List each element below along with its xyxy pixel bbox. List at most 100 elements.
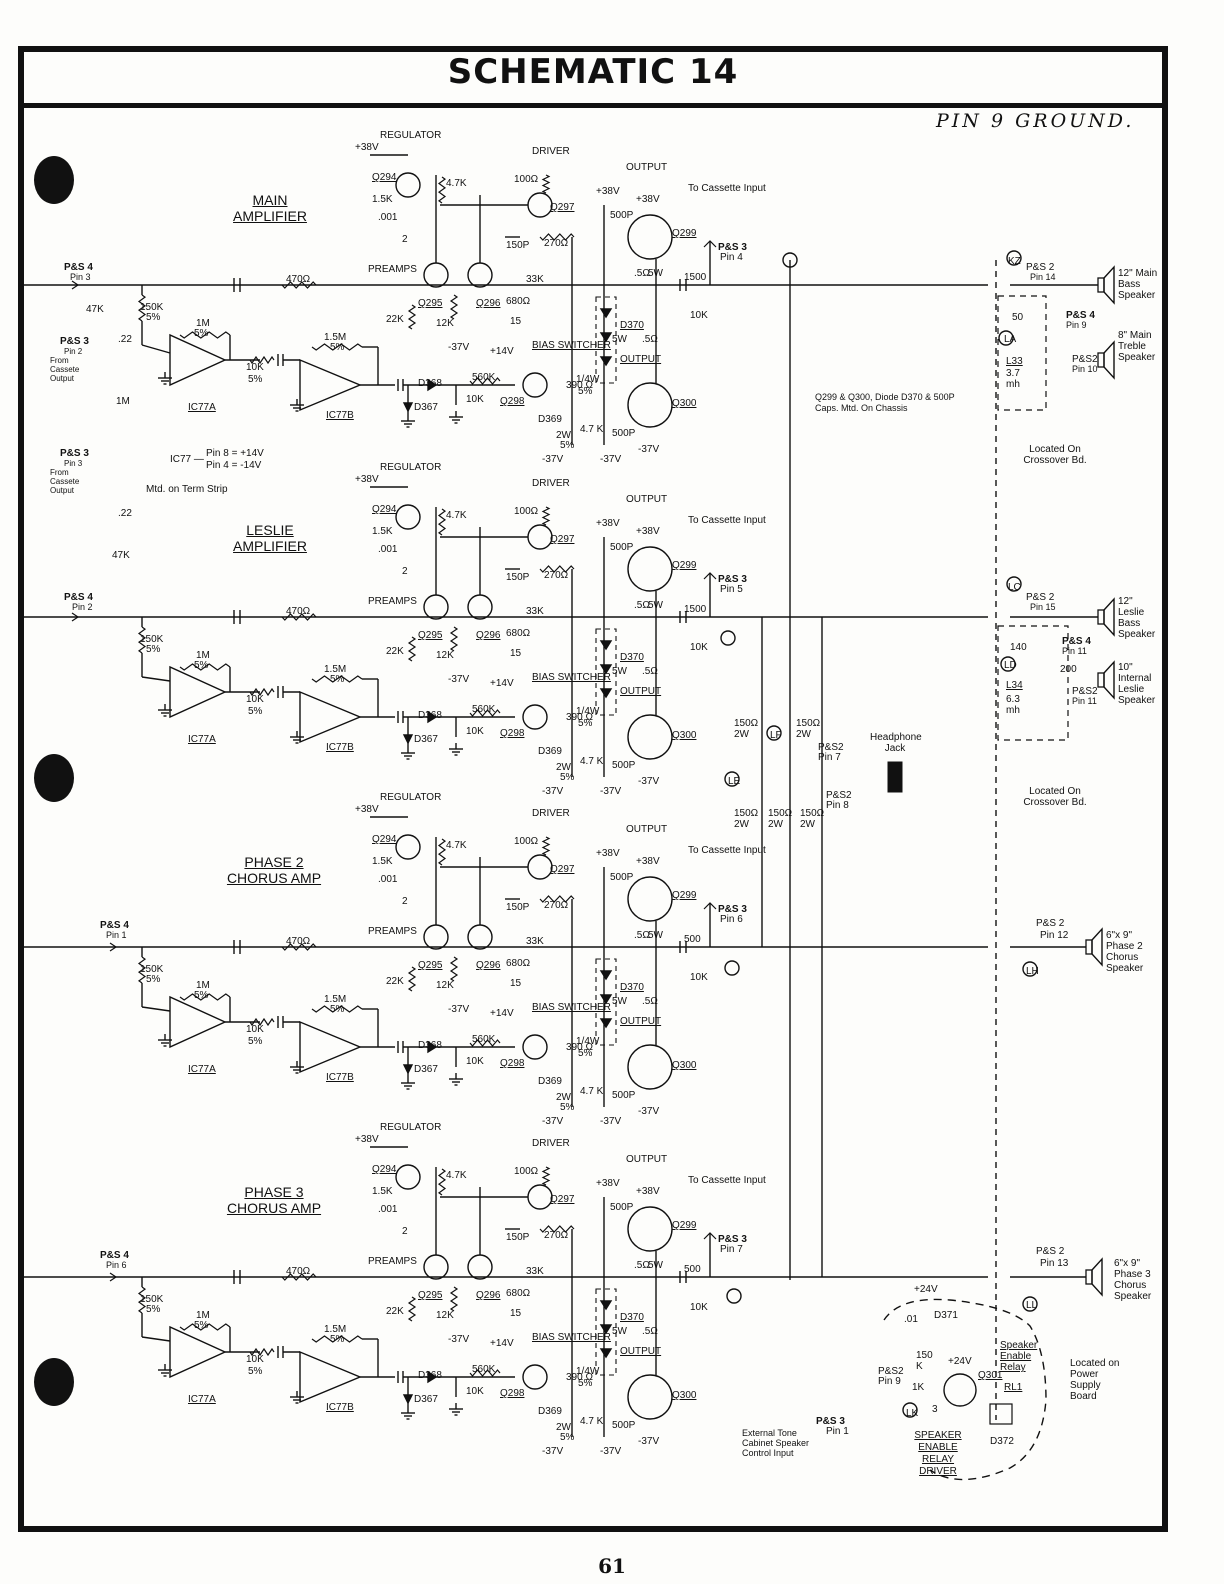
- leslie-ps2-pin: Pin 15: [1030, 602, 1056, 612]
- label-12k: 12K: [436, 650, 454, 661]
- main-coil-value: 3.7 mh: [1006, 368, 1020, 390]
- input-pin-leslie: Pin 2: [72, 602, 93, 612]
- chassis-mount-note: Q299 & Q300, Diode D370 & 500P Caps. Mtd…: [815, 392, 955, 413]
- leslie-coil: L34: [1006, 680, 1023, 691]
- label-neg37-b: -37V: [542, 1446, 564, 1457]
- label-10k-c: 10K: [246, 1354, 264, 1365]
- label-10k-5pct: 5%: [248, 1366, 263, 1377]
- hp-resistor-2: 150Ω 2W: [796, 718, 821, 740]
- transistor-q297: [527, 524, 553, 550]
- speaker-main-treble: [1097, 352, 1105, 368]
- diode-d370: [599, 1324, 613, 1335]
- binder-hole-1: [34, 156, 74, 204]
- node-kz: KZ: [1008, 256, 1021, 267]
- label-100: 100Ω: [514, 506, 539, 517]
- node-ky: [782, 252, 798, 268]
- label-v14: +14V: [490, 346, 514, 357]
- title-bar: SCHEMATIC 14: [18, 46, 1168, 108]
- resistor-47k-bottom: 47K: [112, 550, 130, 561]
- section-title-line1: PHASE 3: [244, 1184, 304, 1200]
- label-270: 270Ω: [544, 570, 569, 581]
- opamp-ic77a: [169, 333, 227, 387]
- label-05-b: .5Ω: [634, 930, 650, 941]
- label-001: .001: [378, 212, 398, 223]
- label-05-b: .5Ω: [634, 600, 650, 611]
- label-2w: 2W: [556, 430, 571, 441]
- binder-hole-2: [34, 754, 74, 802]
- section-title-line2: AMPLIFIER: [233, 538, 307, 554]
- label-5w-b: 5W: [648, 1260, 663, 1271]
- label-ic77a: IC77A: [188, 402, 216, 413]
- label-680: 680Ω: [506, 296, 531, 307]
- input-connector-main: P&S 4: [64, 262, 93, 273]
- main-ps2b-pin: Pin 10: [1072, 364, 1098, 374]
- label-1m: 1M: [196, 650, 210, 661]
- section-title-line1: LESLIE: [246, 522, 294, 538]
- headphone-jack: [887, 761, 903, 793]
- node-lk: [902, 1402, 918, 1418]
- label-q299: Q299: [672, 890, 697, 901]
- main-crossover-cap: 50: [1012, 312, 1024, 323]
- input-connector-phase3: P&S 4: [100, 1250, 129, 1261]
- leslie-crossover-cap-2: 200: [1060, 664, 1077, 675]
- term-strip-cap-1: .22: [118, 334, 132, 345]
- label-33k: 33K: [526, 274, 544, 285]
- leslie-crossover-location: Located On Crossover Bd.: [1023, 786, 1087, 808]
- chorus2-ps2-connector: P&S 2: [1036, 918, 1065, 929]
- label-150k-5pct: 5%: [146, 1304, 161, 1315]
- transistor-q296: [467, 594, 493, 620]
- label-neg37-d: -37V: [638, 1106, 660, 1117]
- label-001: .001: [378, 874, 398, 885]
- node-ll: [1022, 1296, 1038, 1312]
- label-output: OUTPUT: [626, 162, 668, 173]
- diode-d370: [599, 664, 613, 675]
- cassette-input-1-connector: P&S 3: [60, 336, 89, 347]
- label-5pct: 5%: [578, 718, 593, 729]
- label-1-5k: 1.5K: [372, 1186, 393, 1197]
- label-470: 470Ω: [286, 606, 311, 617]
- label-q295: Q295: [418, 960, 443, 971]
- chorus3-ps2-connector: P&S 2: [1036, 1246, 1065, 1257]
- diode-d370: [599, 1018, 613, 1029]
- label-ic77b: IC77B: [326, 1402, 354, 1413]
- label-10k-c: 10K: [246, 694, 264, 705]
- label-regulator: REGULATOR: [380, 792, 442, 803]
- label-10k-b: 10K: [690, 642, 708, 653]
- label-v14: +14V: [490, 1338, 514, 1349]
- transistor-q299: [627, 876, 673, 922]
- transistor-q294: [395, 504, 421, 530]
- label-5w: 5W: [612, 334, 627, 345]
- label-cassette-pin: Pin 6: [720, 914, 743, 925]
- resistor-10k: [249, 355, 275, 365]
- label-390: 390 Ω: [566, 712, 593, 723]
- hp-resistor-5: 150Ω 2W: [800, 808, 825, 830]
- diode-d370-box: [595, 958, 617, 1046]
- label-390: 390 Ω: [566, 1372, 593, 1383]
- term-strip-cap-2: .22: [118, 508, 132, 519]
- term-strip-label: Mtd. on Term Strip: [146, 484, 228, 495]
- label-v14: +14V: [490, 678, 514, 689]
- resistor-560k: [469, 1369, 501, 1377]
- ic77-pin4: Pin 4 = -14V: [206, 460, 262, 471]
- main-crossover-location: Located On Crossover Bd.: [1023, 444, 1087, 466]
- label-1m-5pct: 5%: [194, 990, 209, 1001]
- ic77-pin8: Pin 8 = +14V: [206, 448, 264, 459]
- label-v38-q299: +38V: [636, 856, 660, 867]
- label-d370: D370: [620, 1312, 644, 1323]
- node-lb: [720, 630, 736, 646]
- label-22k: 22K: [386, 976, 404, 987]
- label-680: 680Ω: [506, 628, 531, 639]
- label-neg37-c: -37V: [600, 1446, 622, 1457]
- label-driver: DRIVER: [532, 146, 570, 157]
- transistor-q298: [522, 704, 548, 730]
- label-ps3: P&S 3: [718, 904, 747, 915]
- crossover-main-box: [997, 295, 1047, 411]
- label-1-4w: 1/4W: [576, 374, 600, 385]
- transistor-q295: [423, 1254, 449, 1280]
- label-d367: D367: [414, 1064, 438, 1075]
- label-ic77a: IC77A: [188, 1064, 216, 1075]
- label-12k: 12K: [436, 318, 454, 329]
- resistor-1-5m: [311, 675, 363, 683]
- page-title: SCHEMATIC 14: [447, 52, 739, 92]
